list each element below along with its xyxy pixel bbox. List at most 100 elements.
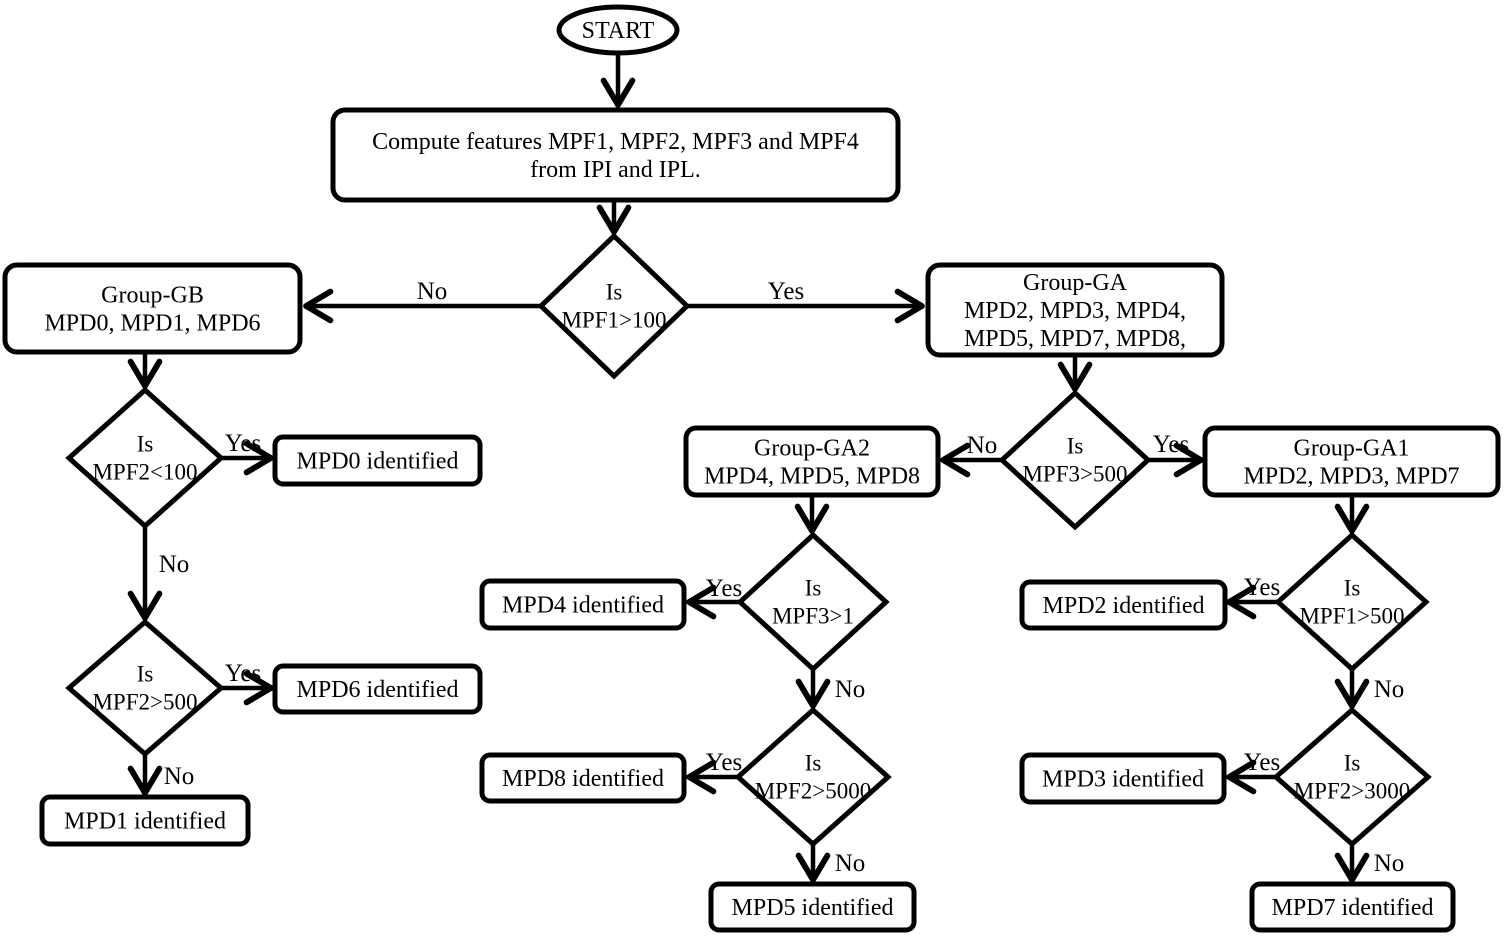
mpd6-identified-box-label: MPD6 identified: [297, 677, 459, 703]
edge-mpf1-100-yes-to-group-ga: Yes: [687, 278, 925, 324]
mpd0-identified-box-label: MPD0 identified: [297, 448, 459, 474]
compute-features-step: Compute features MPF1, MPF2, MPF3 and MP…: [330, 107, 901, 203]
edge-label-mpf2-gt500-no-to-mpd1: No: [164, 763, 195, 790]
decision-mpf2-lt-100-shape: [65, 386, 225, 530]
compute-features-step-shape: [330, 107, 901, 203]
decision-mpf3-gt-1-shape: [736, 531, 890, 673]
start-terminator-shape: [556, 4, 680, 56]
mpd8-identified-box: MPD8 identified: [479, 752, 687, 804]
mpd3-identified-box-shape: [1019, 752, 1227, 805]
mpd7-identified-box-shape: [1249, 881, 1456, 933]
edge-label-mpf1-100-no-to-group-gb: No: [417, 278, 448, 305]
group-ga-box-shape: [925, 262, 1225, 358]
decision-mpf2-gt-500-shape: [65, 618, 225, 758]
edge-mpf1-100-no-to-group-gb: No: [303, 278, 541, 324]
mpd1-identified-box: MPD1 identified: [39, 794, 251, 847]
edge-mpf2-3000-yes-to-mpd3: Yes: [1226, 749, 1280, 795]
decision-mpf1-gt-500-shape: [1274, 531, 1430, 673]
mpd3-identified-box: MPD3 identified: [1019, 752, 1227, 805]
mpd5-identified-box-label: MPD5 identified: [732, 895, 894, 921]
mpd0-identified-box-shape: [272, 434, 483, 487]
edge-label-mpf2-5000-yes-to-mpd8: Yes: [706, 749, 742, 776]
edge-mpf2-gt500-no-to-mpd1: No: [127, 754, 195, 796]
edge-label-mpf3-1-no-to-mpf2-5000: No: [835, 676, 866, 703]
edge-label-mpf2-5000-no-to-mpd5: No: [835, 850, 866, 877]
mpd1-identified-box-label: MPD1 identified: [64, 808, 226, 834]
mpd0-identified-box: MPD0 identified: [272, 434, 483, 487]
edge-mpf1-500-no-to-mpf2-3000: No: [1334, 669, 1405, 709]
mpd7-identified-box: MPD7 identified: [1249, 881, 1456, 933]
mpd4-identified-box-label: MPD4 identified: [502, 592, 664, 618]
mpd8-identified-box-label: MPD8 identified: [502, 766, 664, 792]
edge-mpf3-1-yes-to-mpd4: Yes: [686, 575, 742, 620]
edge-label-mpf3-500-no-to-group-ga2: No: [967, 432, 998, 459]
mpd3-identified-box-label: MPD3 identified: [1042, 766, 1204, 792]
edge-label-mpf2-lt100-yes-to-mpd0: Yes: [225, 430, 261, 457]
start-terminator-label: START: [582, 18, 655, 44]
mpd7-identified-box-label: MPD7 identified: [1272, 895, 1434, 921]
edge-label-mpf1-500-no-to-mpf2-3000: No: [1374, 676, 1405, 703]
group-gb-box-shape: [2, 262, 303, 355]
mpd5-identified-box-shape: [708, 881, 917, 933]
mpd4-identified-box-shape: [479, 578, 687, 631]
decision-mpf2-gt-3000-shape: [1272, 706, 1432, 848]
edge-mpf3-500-yes-to-group-ga1: Yes: [1148, 431, 1204, 478]
start-terminator: START: [556, 4, 680, 56]
compute-features-step-label: Compute features MPF1, MPF2, MPF3 and MP…: [372, 129, 859, 183]
decision-mpf3-gt-500-shape: [998, 389, 1152, 531]
edge-label-mpf3-500-yes-to-group-ga1: Yes: [1153, 431, 1189, 458]
mpd4-identified-box: MPD4 identified: [479, 578, 687, 631]
edge-label-mpf3-1-yes-to-mpd4: Yes: [706, 575, 742, 602]
group-ga1-box-shape: [1202, 425, 1501, 498]
decision-mpf1-gt-100-shape: [537, 232, 691, 380]
decision-mpf2-gt-5000-shape: [734, 706, 892, 848]
edge-mpf2-gt500-yes-to-mpd6: Yes: [221, 660, 274, 706]
edge-mpf2-lt100-no-to-mpf2-gt500: No: [127, 526, 190, 621]
mpd2-identified-box-label: MPD2 identified: [1043, 593, 1205, 619]
edge-label-mpf2-gt500-yes-to-mpd6: Yes: [225, 660, 261, 687]
edge-mpf3-1-no-to-mpf2-5000: No: [795, 669, 866, 709]
edge-mpf2-5000-no-to-mpd5: No: [795, 844, 866, 883]
mpd6-identified-box-shape: [272, 663, 483, 715]
edge-label-mpf2-3000-no-to-mpd7: No: [1374, 850, 1405, 877]
edge-mpf2-lt100-yes-to-mpd0: Yes: [221, 430, 274, 476]
mpd1-identified-box-shape: [39, 794, 251, 847]
edge-mpf1-500-yes-to-mpd2: Yes: [1226, 574, 1280, 620]
edge-label-mpf1-500-yes-to-mpd2: Yes: [1244, 574, 1280, 601]
edge-label-mpf1-100-yes-to-group-ga: Yes: [768, 278, 804, 305]
edge-label-mpf2-lt100-no-to-mpf2-gt500: No: [159, 551, 190, 578]
edge-label-mpf2-3000-yes-to-mpd3: Yes: [1244, 749, 1280, 776]
mpd8-identified-box-shape: [479, 752, 687, 804]
mpd5-identified-box: MPD5 identified: [708, 881, 917, 933]
edge-mpf2-3000-no-to-mpd7: No: [1334, 844, 1405, 883]
edge-mpf2-5000-yes-to-mpd8: Yes: [686, 749, 742, 795]
edge-mpf3-500-no-to-group-ga2: No: [940, 432, 1002, 478]
mpd2-identified-box: MPD2 identified: [1019, 579, 1228, 631]
group-ga2-box-shape: [683, 425, 941, 498]
mpd2-identified-box-shape: [1019, 579, 1228, 631]
